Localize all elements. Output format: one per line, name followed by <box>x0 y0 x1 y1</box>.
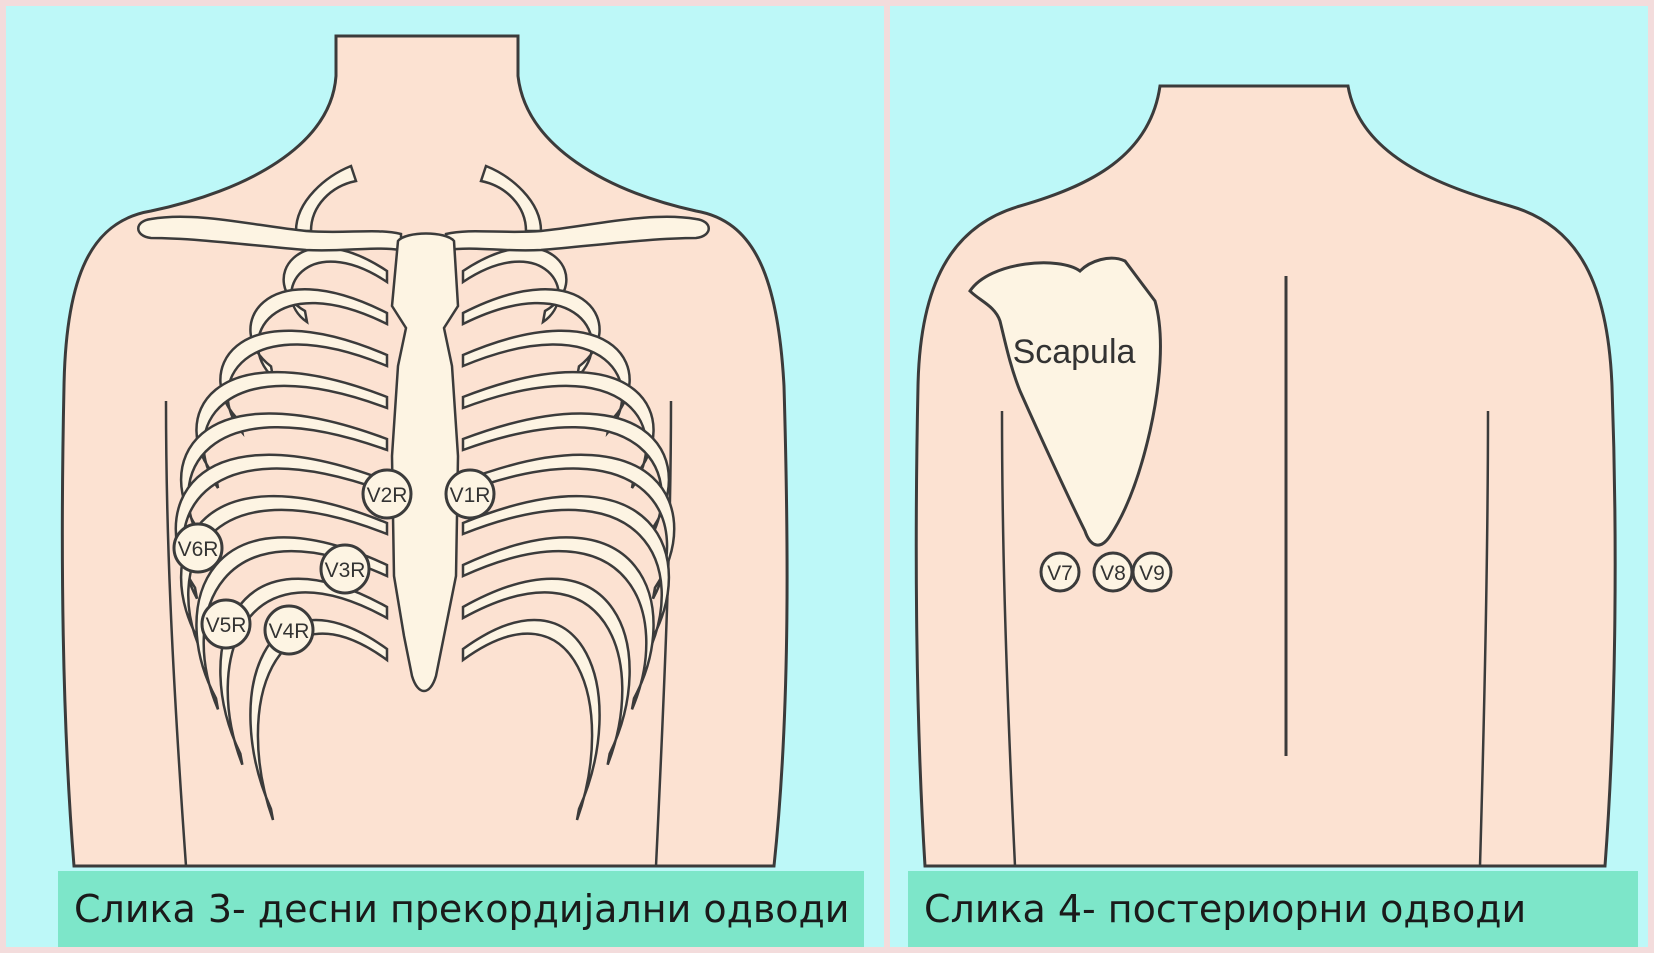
posterior-torso <box>916 86 1615 866</box>
svg-text:V5R: V5R <box>206 614 247 637</box>
lead-v4r: V4R <box>265 606 313 654</box>
figure4-caption: Слика 4- постериорни одводи <box>908 871 1638 947</box>
lead-v5r: V5R <box>202 600 250 648</box>
anterior-chest-illustration: V1R V2R V3R V4R V5R V6R <box>6 6 884 947</box>
svg-text:V8: V8 <box>1100 562 1126 585</box>
svg-text:V1R: V1R <box>450 484 491 507</box>
posterior-back-illustration: Scapula V7 V8 V9 <box>890 6 1648 947</box>
lead-v7: V7 <box>1041 553 1079 591</box>
lead-v2r: V2R <box>363 470 411 518</box>
svg-text:V9: V9 <box>1139 562 1165 585</box>
figure3-caption: Слика 3- десни прекордијални одводи <box>58 871 864 947</box>
lead-v1r: V1R <box>446 470 494 518</box>
lead-v8: V8 <box>1094 553 1132 591</box>
figure3-panel: V1R V2R V3R V4R V5R V6R Слика 3- десни п… <box>6 6 884 947</box>
svg-text:V6R: V6R <box>178 538 219 561</box>
lead-v3r: V3R <box>321 545 369 593</box>
svg-text:V3R: V3R <box>325 559 366 582</box>
svg-text:V2R: V2R <box>367 484 408 507</box>
svg-text:V4R: V4R <box>269 620 310 643</box>
lead-v9: V9 <box>1133 553 1171 591</box>
lead-v6r: V6R <box>174 524 222 572</box>
figure4-panel: Scapula V7 V8 V9 Слика 4- постериорни од… <box>890 6 1648 947</box>
scapula-label: Scapula <box>1013 333 1136 371</box>
svg-text:V7: V7 <box>1047 562 1073 585</box>
